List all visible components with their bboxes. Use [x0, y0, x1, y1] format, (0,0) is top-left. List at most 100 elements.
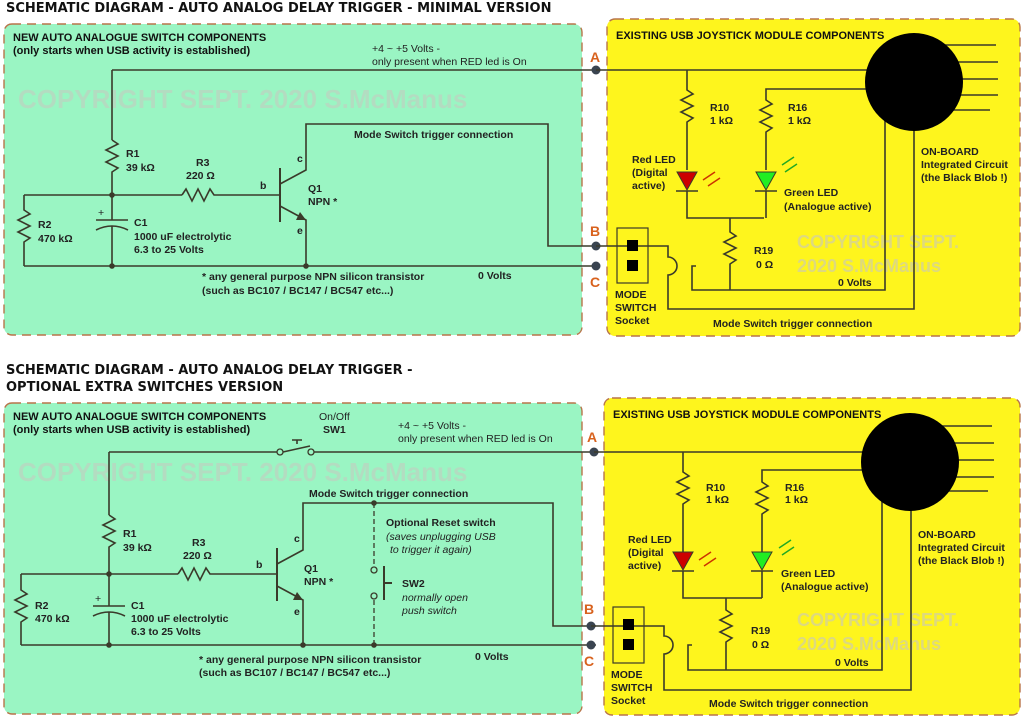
light-rays-icon — [778, 539, 795, 556]
trigger-wire — [591, 510, 912, 691]
r16-resistor — [758, 88, 870, 170]
watermark: COPYRIGHT SEPT. — [797, 610, 959, 630]
c1-value: 1000 uF electrolytic — [134, 231, 232, 243]
yellow-trigger-label: Mode Switch trigger connection — [713, 318, 872, 330]
connector-c[interactable] — [591, 261, 601, 271]
c1-rating: 6.3 to 25 Volts — [134, 244, 204, 256]
diagram1-title: SCHEMATIC DIAGRAM - AUTO ANALOG DELAY TR… — [6, 1, 551, 16]
r2-value: 470 kΩ — [38, 233, 73, 245]
green-led-label: (Analogue active) — [781, 581, 869, 593]
r16-value: 1 kΩ — [788, 115, 811, 127]
sw2-desc: push switch — [401, 605, 457, 617]
r10-resistor — [679, 70, 695, 170]
ic-label: (the Black Blob !) — [921, 172, 1007, 184]
wire — [676, 190, 764, 219]
socket-label: SWITCH — [615, 302, 656, 314]
socket-pin — [627, 260, 638, 271]
c1-plus: + — [95, 593, 101, 605]
red-led-label: Red LED — [632, 154, 676, 166]
red-led-label: (Digital — [628, 547, 664, 559]
red-led-label: (Digital — [632, 167, 668, 179]
wire — [755, 190, 777, 218]
yellow-panel-heading: EXISTING USB JOYSTICK MODULE COMPONENTS — [613, 409, 881, 421]
watermark: COPYRIGHT SEPT. 2020 S.McManus — [18, 84, 467, 114]
r16-value: 1 kΩ — [785, 494, 808, 506]
green-led-label: Green LED — [784, 187, 839, 199]
supply-label: +4 ~ +5 Volts - — [372, 43, 441, 55]
r10-value: 1 kΩ — [710, 115, 733, 127]
r19-name: R19 — [754, 245, 773, 257]
red-led-icon — [672, 551, 694, 572]
c1-capacitor — [95, 195, 129, 266]
pin-c: c — [297, 153, 303, 165]
r10-resistor — [675, 452, 691, 552]
socket-label: Socket — [611, 695, 646, 707]
connector-a-label: A — [590, 49, 600, 65]
r1-resistor — [104, 139, 120, 195]
switch-terminal — [370, 566, 378, 574]
switch-terminal — [370, 592, 378, 600]
r2-resistor — [13, 574, 29, 645]
sw2-name: SW2 — [402, 578, 425, 590]
sw1-switch[interactable] — [109, 439, 596, 453]
transistor-note: (such as BC107 / BC147 / BC547 etc...) — [199, 667, 390, 679]
red-led-icon — [676, 171, 698, 192]
connector-b-label: B — [590, 223, 600, 239]
light-rays-icon — [698, 551, 717, 567]
mode-switch-socket[interactable] — [612, 606, 645, 664]
pin-e: e — [297, 225, 303, 237]
ic-blob — [861, 413, 959, 511]
transistor-note: * any general purpose NPN silicon transi… — [202, 271, 424, 283]
emitter-arrow-icon — [293, 592, 303, 600]
r1-value: 39 kΩ — [126, 162, 155, 174]
mode-switch-socket[interactable] — [616, 227, 649, 284]
reset-label: Optional Reset switch — [386, 517, 496, 529]
connector-c[interactable] — [586, 640, 596, 650]
red-led-label: Red LED — [628, 534, 672, 546]
r16-name: R16 — [785, 482, 804, 494]
junction-node — [371, 642, 377, 648]
r3-name: R3 — [196, 157, 210, 169]
yellow-trigger-label: Mode Switch trigger connection — [709, 698, 868, 710]
socket-label: Socket — [615, 315, 650, 327]
r19-name: R19 — [751, 625, 770, 637]
yellow-panel-heading: EXISTING USB JOYSTICK MODULE COMPONENTS — [616, 30, 884, 42]
watermark: COPYRIGHT SEPT. 2020 S.McManus — [18, 457, 467, 487]
green-panel-heading: NEW AUTO ANALOGUE SWITCH COMPONENTS — [13, 32, 266, 44]
green-panel-subheading: (only starts when USB activity is establ… — [13, 424, 251, 436]
yellow-ground-label: 0 Volts — [838, 277, 872, 289]
transistor-note: * any general purpose NPN silicon transi… — [199, 654, 421, 666]
r1-name: R1 — [126, 148, 140, 160]
connector-c-label: C — [584, 653, 594, 669]
sw1-name: SW1 — [323, 424, 346, 436]
socket-label: MODE — [611, 669, 643, 681]
socket-label: SWITCH — [611, 682, 652, 694]
sw2-push-switch[interactable] — [383, 566, 392, 600]
c1-capacitor — [92, 574, 126, 645]
ic-label: (the Black Blob !) — [918, 555, 1004, 567]
ground-wire — [687, 500, 883, 671]
c1-name: C1 — [131, 600, 145, 612]
r2-value: 470 kΩ — [35, 613, 70, 625]
c1-rating: 6.3 to 25 Volts — [131, 626, 201, 638]
green-panel — [3, 23, 583, 336]
ic-label: ON-BOARD — [921, 146, 979, 158]
wire — [751, 570, 773, 598]
diagram1: COPYRIGHT SEPT. 2020 S.McManus COPYRIGHT… — [3, 18, 1021, 337]
r3-value: 220 Ω — [183, 550, 212, 562]
connector-b-label: B — [584, 601, 594, 617]
ic-pins — [936, 425, 994, 492]
trigger-wire — [596, 130, 915, 310]
r16-name: R16 — [788, 102, 807, 114]
transistor-note: (such as BC107 / BC147 / BC547 etc...) — [202, 285, 393, 297]
q1-name: Q1 — [308, 183, 322, 195]
emitter-arrow-icon — [296, 212, 306, 220]
r2-name: R2 — [38, 219, 52, 231]
socket-pin — [623, 619, 634, 630]
reset-label: to trigger it again) — [390, 544, 472, 556]
pin-b: b — [256, 559, 262, 571]
light-rays-icon — [702, 171, 721, 187]
r10-name: R10 — [706, 482, 725, 494]
socket-pin — [627, 240, 638, 251]
ground-label: 0 Volts — [475, 651, 509, 663]
